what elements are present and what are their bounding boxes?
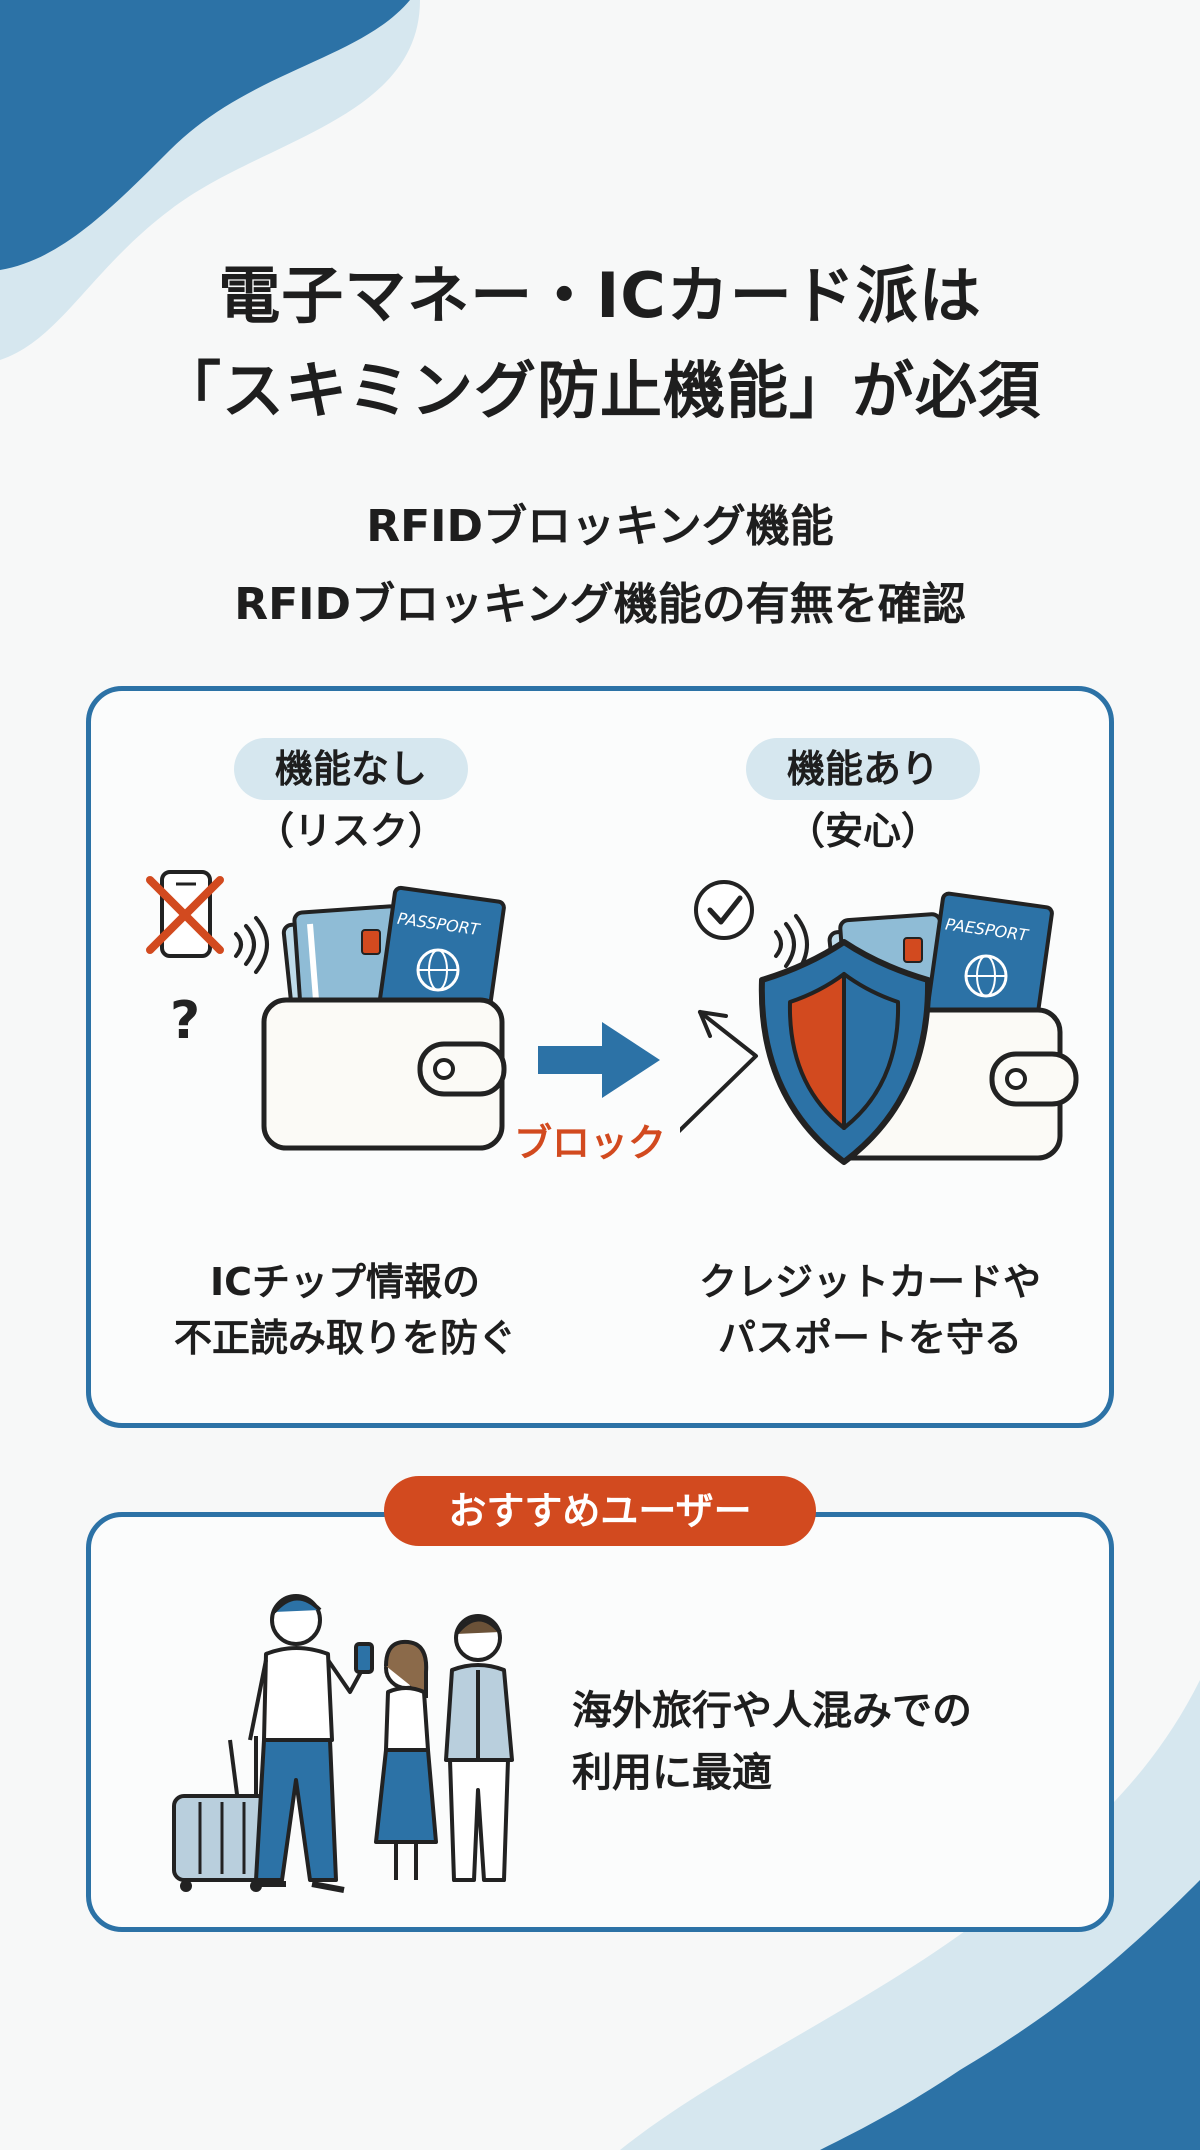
suitcase-icon: [172, 1736, 270, 1892]
passport-icon: PAESPORT: [924, 891, 1054, 1039]
left-caption: ICチップ情報の 不正読み取りを防ぐ: [140, 1254, 550, 1366]
deflect-arrow-icon: [680, 1010, 758, 1134]
shield-icon: [758, 939, 932, 1165]
page-title-line2: 「スキミング防止機能」が必須: [158, 354, 1041, 427]
right-caption-line2: パスポートを守る: [717, 1316, 1022, 1360]
signal-waves-icon: [234, 916, 269, 974]
left-caption-line2: 不正読み取りを防ぐ: [173, 1316, 516, 1360]
unprotected-wallet-illustration: ? PASSPORT: [146, 870, 507, 1151]
wallet-icon: [261, 997, 507, 1151]
woman-icon: [374, 1639, 438, 1880]
risk-label: （リスク）: [255, 809, 446, 853]
with-function-pill: 機能あり: [746, 738, 980, 800]
recommend-text-line1: 海外旅行や人混みでの: [572, 1688, 972, 1734]
protected-wallet-illustration: PAESPORT: [680, 880, 1079, 1165]
page-title-line1: 電子マネー・ICカード派は: [218, 259, 982, 332]
block-label: ブロック: [514, 1121, 667, 1165]
question-mark-icon: ?: [170, 991, 200, 1051]
cross-icon: [146, 876, 224, 954]
left-caption-line1: ICチップ情報の: [209, 1260, 481, 1304]
man-companion-icon: [444, 1614, 514, 1882]
travelers-illustration: [172, 1594, 514, 1893]
check-icon: [694, 880, 754, 940]
right-caption: クレジットカードや パスポートを守る: [660, 1254, 1080, 1366]
ic-card-icon: [281, 904, 407, 1017]
right-caption-line1: クレジットカードや: [698, 1260, 1041, 1304]
no-function-pill: 機能なし: [234, 738, 468, 800]
recommend-text-line2: 利用に最適: [572, 1750, 772, 1796]
man-traveler-icon: [248, 1594, 374, 1893]
safe-label: （安心）: [786, 809, 939, 853]
passport-icon: PASSPORT: [376, 885, 506, 1033]
block-arrow-icon: [538, 1022, 660, 1098]
recommend-text: 海外旅行や人混みでの 利用に最適: [572, 1680, 972, 1804]
recommend-badge: おすすめユーザー: [384, 1476, 816, 1546]
subtitle-line2: RFIDブロッキング機能の有無を確認: [234, 579, 966, 630]
subtitle-line1: RFIDブロッキング機能: [366, 501, 834, 552]
